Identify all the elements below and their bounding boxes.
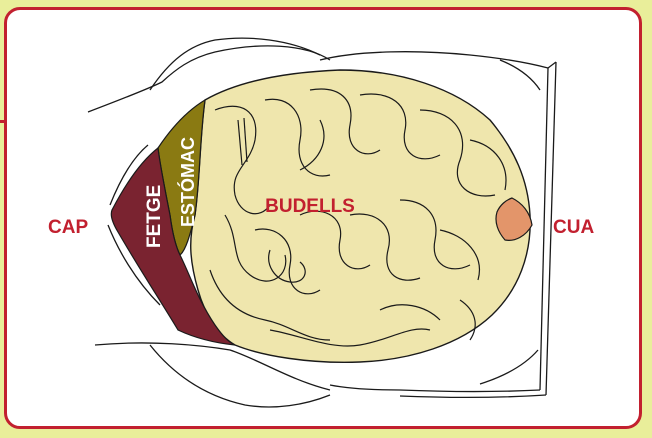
stomach-label: ESTÓMAC xyxy=(177,137,198,227)
tail-label: CUA xyxy=(553,217,594,238)
head-label: CAP xyxy=(48,217,88,238)
liver-label: FETGE xyxy=(144,185,165,248)
intestines-label: BUDELLS xyxy=(265,196,355,217)
intestines-region xyxy=(191,70,530,362)
